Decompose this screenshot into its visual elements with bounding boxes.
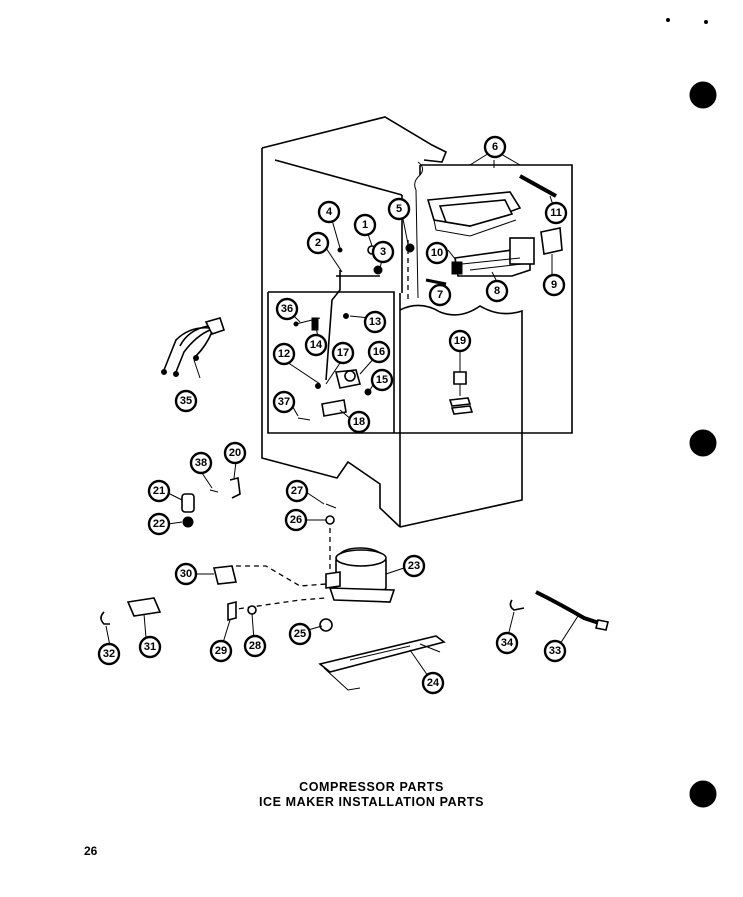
callouts: 1 2 3 4 5 6 7 8 9 10 11 12 13 14 15 16 1…	[97, 135, 568, 695]
svg-text:26: 26	[290, 514, 302, 526]
svg-text:18: 18	[353, 416, 365, 428]
callout-5: 5	[387, 197, 411, 221]
callout-20: 20	[223, 441, 247, 465]
svg-text:22: 22	[153, 518, 165, 530]
callout-12: 12	[272, 342, 296, 366]
svg-text:15: 15	[376, 374, 388, 386]
svg-text:24: 24	[427, 677, 440, 689]
callout-2: 2	[306, 231, 330, 255]
binder-hole-marks	[666, 18, 717, 808]
svg-text:6: 6	[492, 141, 498, 153]
svg-text:27: 27	[291, 485, 303, 497]
caption-compressor-parts: COMPRESSOR PARTS	[299, 780, 444, 794]
condenser-tube	[509, 590, 609, 631]
svg-text:37: 37	[278, 396, 290, 408]
ice-maker-pad	[540, 227, 563, 255]
callout-29: 29	[209, 639, 233, 663]
callout-38: 38	[189, 451, 213, 475]
page-number: 26	[84, 844, 98, 858]
svg-text:30: 30	[180, 568, 192, 580]
start-components	[181, 477, 241, 528]
callout-25: 25	[288, 622, 312, 646]
svg-text:33: 33	[549, 645, 561, 657]
wiring-harness	[161, 317, 226, 377]
ice-maker-box	[267, 149, 573, 434]
callout-9: 9	[542, 273, 566, 297]
relay-parts	[100, 503, 337, 632]
svg-text:36: 36	[281, 303, 293, 315]
svg-text:3: 3	[380, 246, 386, 258]
svg-text:9: 9	[551, 279, 557, 291]
callout-33: 33	[543, 639, 567, 663]
svg-text:7: 7	[437, 289, 443, 301]
svg-text:4: 4	[326, 206, 333, 218]
svg-text:23: 23	[408, 560, 420, 572]
ice-bucket	[426, 191, 522, 237]
svg-text:1: 1	[362, 219, 368, 231]
svg-text:38: 38	[195, 457, 207, 469]
callout-26: 26	[284, 508, 308, 532]
callout-13: 13	[363, 310, 387, 334]
callout-4: 4	[317, 200, 341, 224]
svg-text:12: 12	[278, 348, 290, 360]
svg-text:16: 16	[373, 346, 385, 358]
callout-17: 17	[331, 341, 355, 365]
svg-text:17: 17	[337, 347, 349, 359]
callout-7: 7	[428, 283, 452, 307]
callout-11: 11	[544, 201, 568, 225]
callout-28: 28	[243, 634, 267, 658]
callout-27: 27	[285, 479, 309, 503]
callout-37: 37	[272, 390, 296, 414]
svg-text:25: 25	[294, 628, 306, 640]
valve-19	[448, 371, 474, 415]
callout-24: 24	[421, 671, 445, 695]
svg-text:29: 29	[215, 645, 227, 657]
callout-10: 10	[425, 241, 449, 265]
svg-text:28: 28	[249, 640, 261, 652]
svg-text:31: 31	[144, 641, 156, 653]
callout-8: 8	[485, 279, 509, 303]
svg-text:10: 10	[431, 247, 443, 259]
callout-35: 35	[174, 389, 198, 413]
svg-text:34: 34	[501, 637, 514, 649]
callout-1: 1	[353, 213, 377, 237]
callout-32: 32	[97, 642, 121, 666]
callout-31: 31	[138, 635, 162, 659]
callout-22: 22	[147, 512, 171, 536]
svg-text:8: 8	[494, 285, 500, 297]
callout-23: 23	[402, 554, 426, 578]
svg-text:32: 32	[103, 648, 115, 660]
base-plate	[318, 635, 446, 691]
svg-text:20: 20	[229, 447, 241, 459]
ice-maker-unit	[451, 237, 535, 277]
callout-19: 19	[448, 329, 472, 353]
compressor	[325, 547, 396, 603]
svg-text:35: 35	[180, 395, 192, 407]
callout-15: 15	[370, 368, 394, 392]
callout-36: 36	[275, 297, 299, 321]
callout-14: 14	[304, 333, 328, 357]
callout-18a: 18	[347, 410, 371, 434]
svg-text:19: 19	[454, 335, 466, 347]
svg-text:11: 11	[550, 207, 562, 219]
callout-30: 30	[174, 562, 198, 586]
clip	[425, 278, 447, 286]
svg-text:21: 21	[153, 485, 165, 497]
svg-text:5: 5	[396, 203, 402, 215]
callout-16: 16	[367, 340, 391, 364]
callout-3: 3	[371, 240, 395, 264]
callout-34: 34	[495, 631, 519, 655]
ice-maker-rod	[519, 174, 557, 198]
svg-text:14: 14	[310, 339, 323, 351]
svg-text:2: 2	[315, 237, 321, 249]
caption-ice-maker-parts: ICE MAKER INSTALLATION PARTS	[258, 795, 485, 809]
callout-21: 21	[147, 479, 171, 503]
svg-text:13: 13	[369, 316, 381, 328]
callout-6: 6	[483, 135, 507, 159]
cabinet-outline	[261, 116, 523, 528]
water-valve-assembly	[293, 313, 372, 421]
